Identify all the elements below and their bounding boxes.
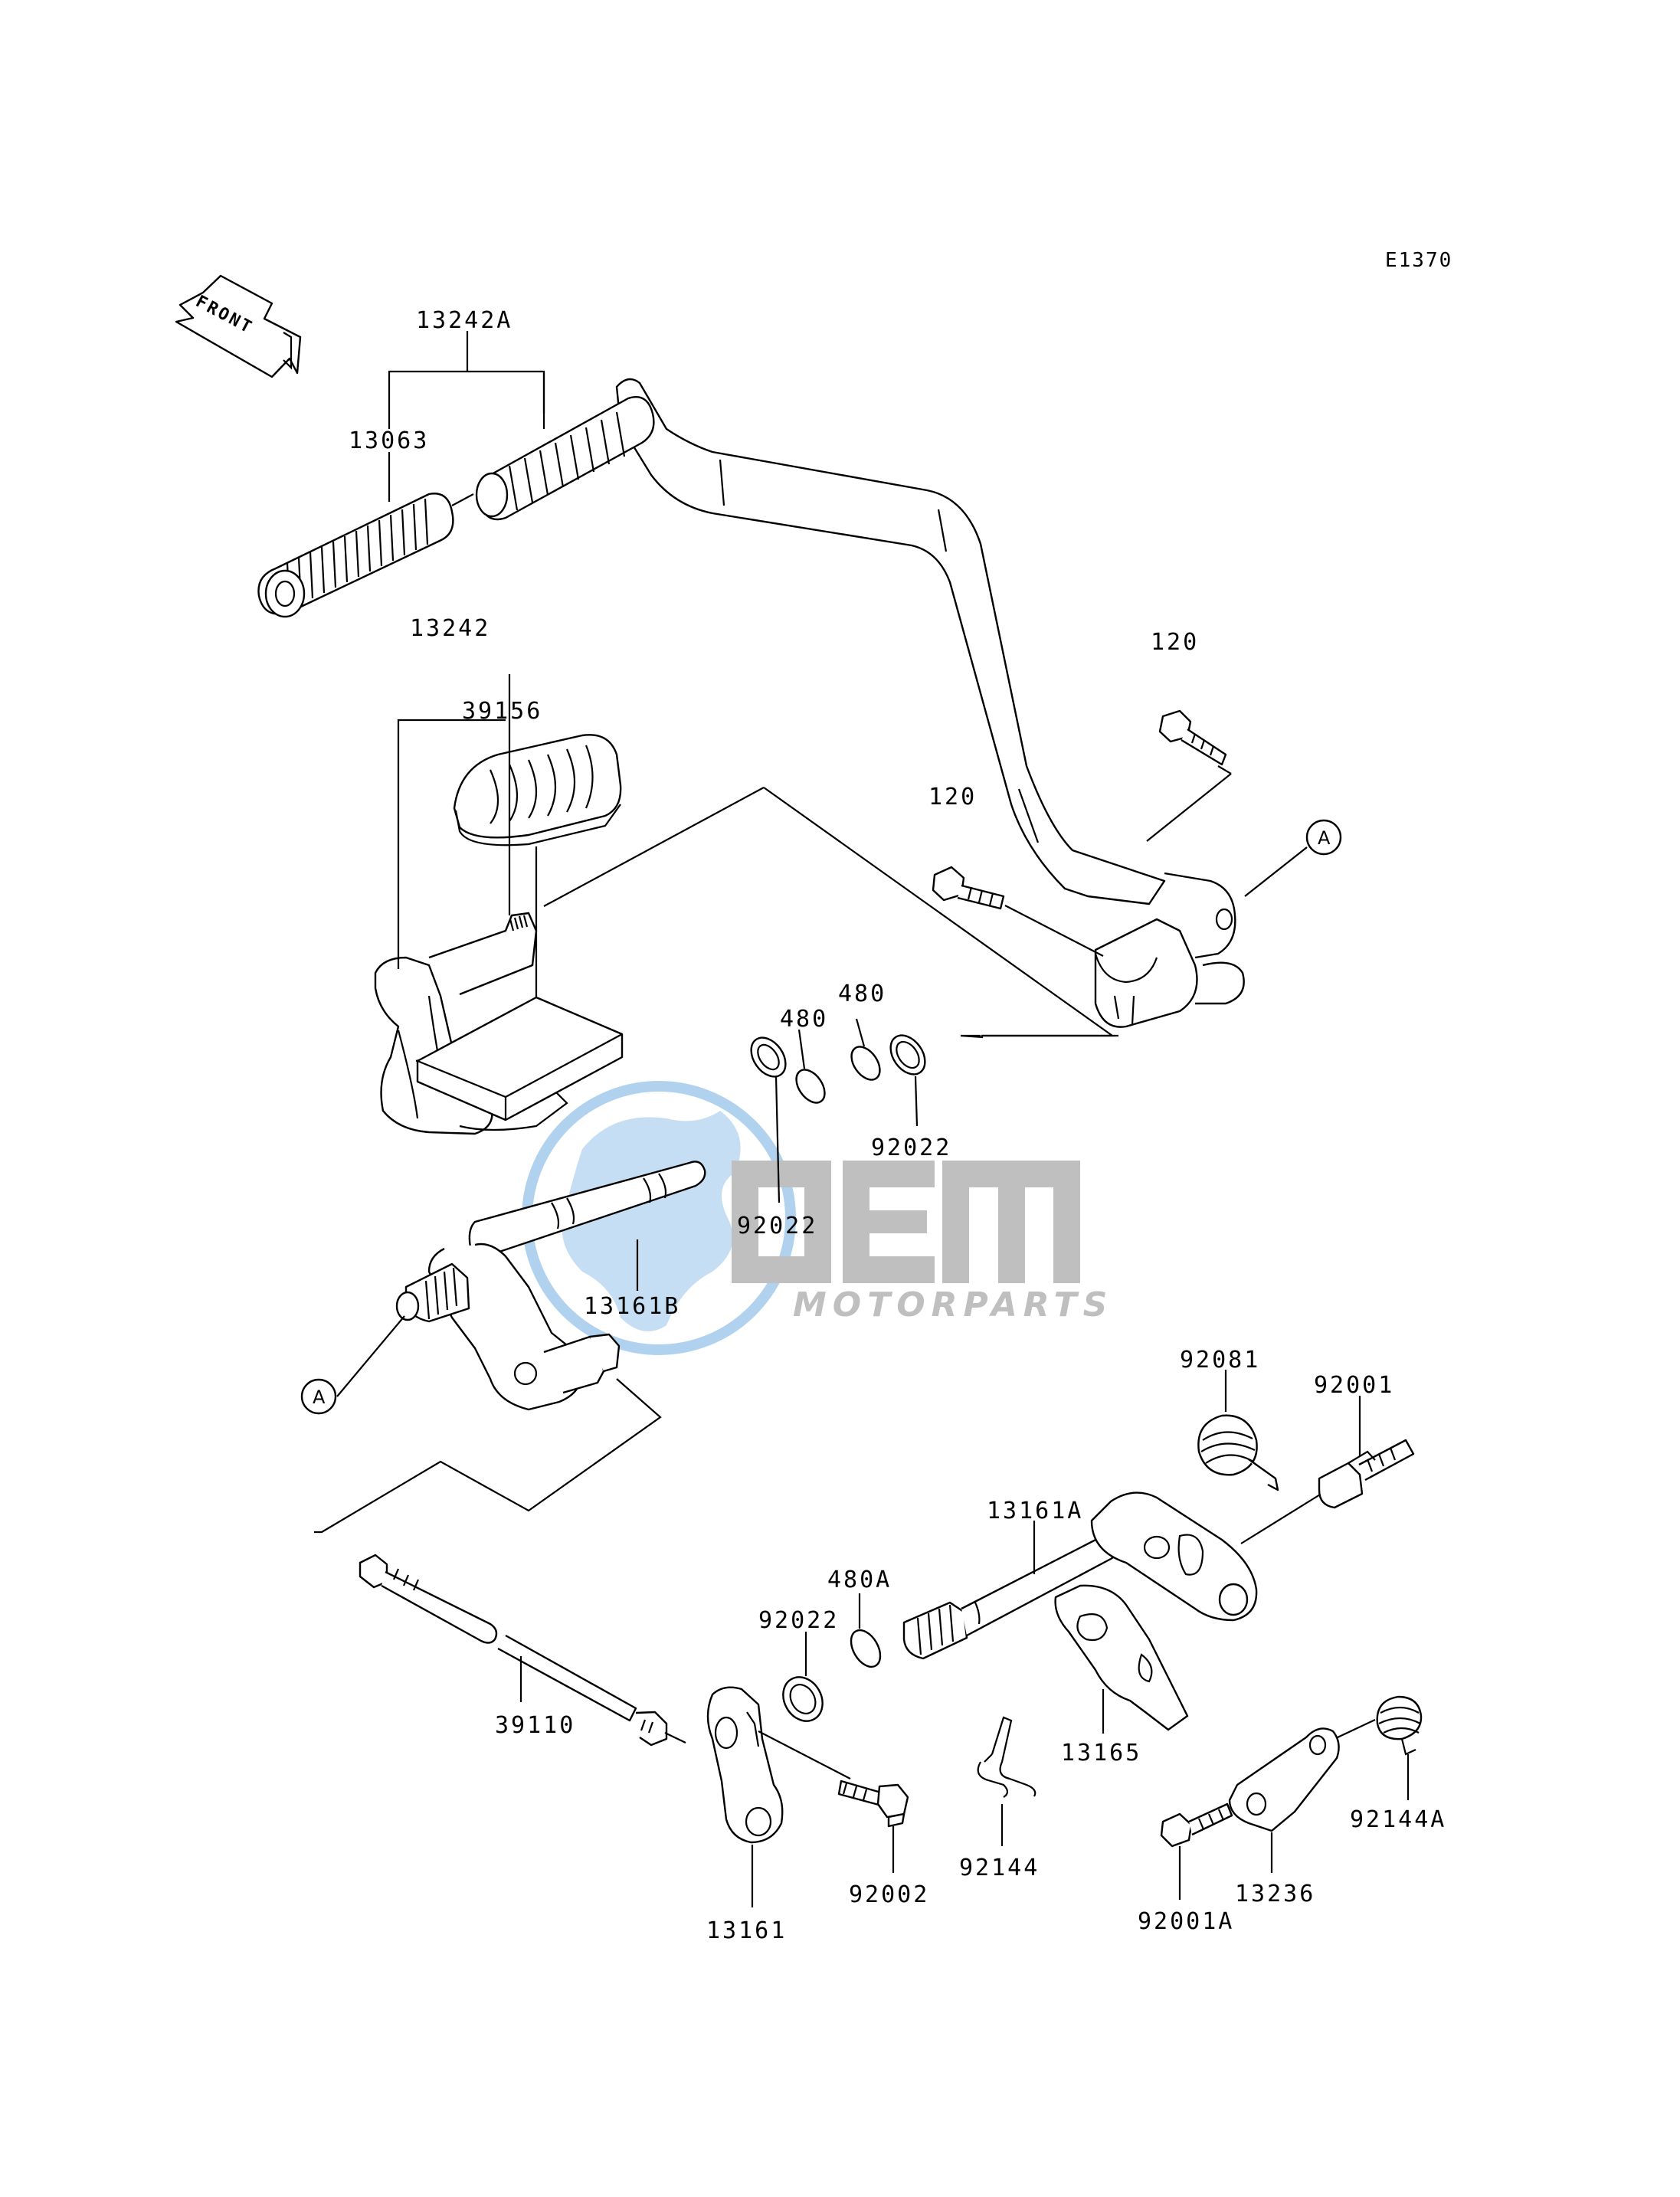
callout-a-upper-leader xyxy=(1244,846,1308,897)
leader-480-left xyxy=(797,1029,806,1069)
label-92022-middle: 92022 xyxy=(737,1213,817,1239)
label-13161A: 13161A xyxy=(987,1498,1083,1524)
leader-92022-mid xyxy=(775,1076,781,1203)
leader-92022-right xyxy=(914,1076,919,1127)
arm-to-bolt-line xyxy=(758,1730,851,1780)
spring-92144 xyxy=(977,1716,1036,1798)
gear-lever-13242A xyxy=(475,378,1245,1028)
bolt-120-upper-leader xyxy=(1146,773,1232,842)
pedal-pad-39156 xyxy=(453,734,622,846)
label-92022-lower: 92022 xyxy=(758,1607,839,1634)
plate-13165 xyxy=(1054,1584,1189,1731)
bolt-92001A xyxy=(1160,1802,1233,1848)
diagram-code: E1370 xyxy=(1385,249,1452,272)
spring-92144A-link xyxy=(1337,1719,1376,1738)
label-13063: 13063 xyxy=(349,427,429,454)
label-92002: 92002 xyxy=(849,1881,929,1908)
linkage-frame xyxy=(314,1378,662,1534)
svg-text:A: A xyxy=(313,1387,326,1408)
shaft-to-bolt-92001-line xyxy=(1240,1491,1325,1544)
callout-a-lower: A xyxy=(300,1378,337,1415)
pedal-rubber-13063 xyxy=(257,493,454,618)
bolt-120-middle xyxy=(932,866,1005,910)
spring-92081 xyxy=(1197,1414,1279,1491)
label-13161: 13161 xyxy=(706,1917,787,1944)
label-92001A: 92001A xyxy=(1138,1908,1234,1935)
pedal-plate xyxy=(416,996,624,1121)
circlip-480A xyxy=(850,1629,882,1668)
label-120-top: 120 xyxy=(1151,629,1199,656)
label-13242A: 13242A xyxy=(416,307,513,334)
callout-a-upper: A xyxy=(1305,819,1342,856)
bolt-92002 xyxy=(837,1780,909,1828)
leader-480-right xyxy=(855,1018,866,1047)
label-92144: 92144 xyxy=(959,1855,1040,1881)
label-13165: 13165 xyxy=(1061,1740,1141,1766)
label-92022-right: 92022 xyxy=(871,1135,951,1161)
washer-92022-mid xyxy=(750,1036,787,1078)
label-13161B: 13161B xyxy=(584,1293,680,1320)
pedal-assembly-line xyxy=(451,493,474,506)
label-480A: 480A xyxy=(827,1567,892,1593)
label-13242: 13242 xyxy=(410,615,490,642)
tie-rod-39110 xyxy=(359,1554,686,1747)
label-92081: 92081 xyxy=(1180,1347,1260,1374)
shaft-13161A xyxy=(902,1491,1258,1660)
label-480-right: 480 xyxy=(838,981,886,1007)
callout-a-lower-leader xyxy=(336,1315,405,1397)
bolt-120-upper xyxy=(1158,709,1227,766)
leader-13242-to-pedal xyxy=(543,787,765,907)
label-480-left: 480 xyxy=(780,1006,828,1033)
bracket-13242A xyxy=(388,370,545,429)
bolt-92001 xyxy=(1318,1439,1415,1509)
circlip-480-right xyxy=(850,1046,881,1081)
shift-arm-13161 xyxy=(706,1686,784,1844)
label-120-middle: 120 xyxy=(928,784,977,810)
label-92001: 92001 xyxy=(1314,1372,1394,1399)
lever-13236 xyxy=(1228,1727,1340,1832)
label-39110: 39110 xyxy=(495,1712,575,1739)
leader-13242-frame xyxy=(763,787,1115,1039)
washer-92022-lower xyxy=(782,1676,824,1722)
watermark-oem-letters xyxy=(732,1161,1080,1283)
bolt-120-upper-line xyxy=(1217,765,1232,774)
part-labels: 13242A 13063 13242 39156 120 120 480 480… xyxy=(349,307,1446,1944)
spring-92144A xyxy=(1376,1695,1423,1756)
washer-92022-right xyxy=(889,1034,926,1076)
svg-text:A: A xyxy=(1318,827,1331,849)
circlip-480-left xyxy=(795,1069,826,1104)
bolt-120-middle-leader xyxy=(1004,905,1104,957)
label-39156: 39156 xyxy=(462,698,542,725)
front-arrow-icon: FRONT xyxy=(175,274,302,378)
bracket-13242-leader xyxy=(397,719,506,969)
watermark-subtitle: MOTORPARTS xyxy=(793,1285,1113,1324)
label-92144A: 92144A xyxy=(1350,1806,1446,1833)
label-13236: 13236 xyxy=(1235,1881,1315,1907)
shaft-13161B xyxy=(395,1161,706,1411)
